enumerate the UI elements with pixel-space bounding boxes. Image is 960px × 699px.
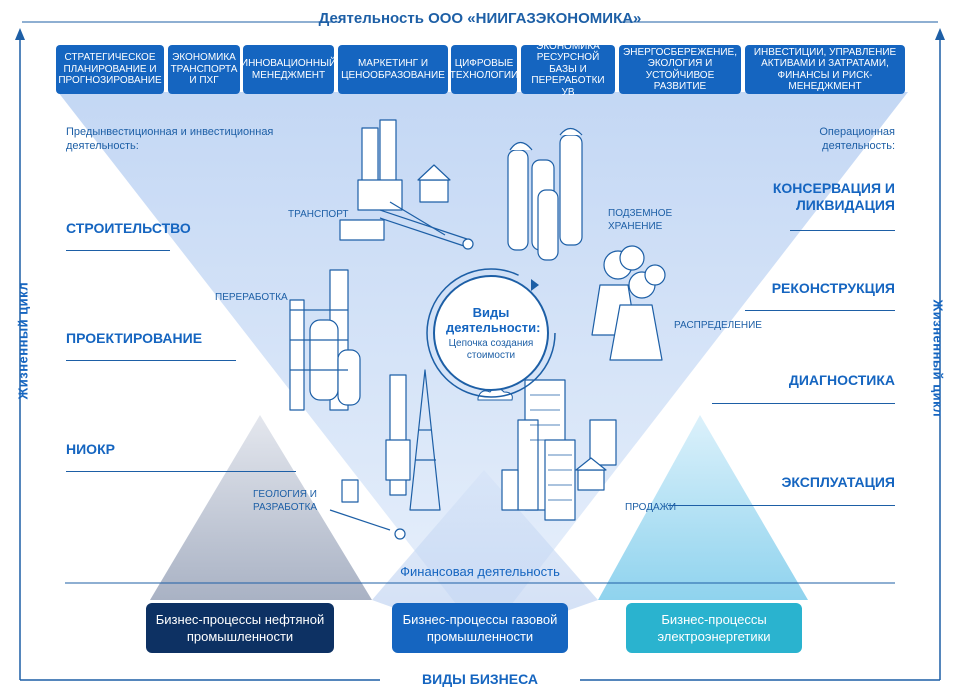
divider [745, 310, 895, 311]
storage-facility-icon [507, 127, 583, 261]
right-note: Операционная деятельность: [819, 126, 895, 152]
lifecycle-label-left: Жизненный цикл [15, 281, 31, 400]
cycle-arrow-icon [426, 268, 556, 398]
stage-operation: Эксплуатация [781, 474, 895, 490]
transport-facility-icon [339, 119, 474, 250]
label-distribution: Распределение [674, 320, 762, 331]
distribution-facility-icon [591, 245, 666, 361]
bottom-center-triangle [372, 470, 598, 640]
activity-box-digital: Цифровые технологии [450, 45, 518, 94]
label-geology: Геология и разработка [253, 489, 318, 513]
label-processing: Переработка [215, 292, 288, 303]
industry-illustrations [289, 119, 666, 540]
stage-design: Проектирование [66, 330, 203, 346]
stage-conservation: Консервация и ликвидация [772, 180, 895, 213]
activity-box-marketing: Маркетинг и ценообразование [338, 45, 448, 94]
activity-box-transport: Экономика транспорта и ПХГ [168, 45, 240, 94]
divider [712, 403, 895, 404]
stage-construction: Строительство [66, 220, 191, 236]
label-sales: Продажи [625, 502, 677, 513]
sales-city-icon [501, 379, 617, 521]
activity-box-innovation: Инновационный менеджмент [241, 45, 336, 94]
lifecycle-label-right: Жизненный цикл [930, 299, 946, 418]
financial-label: Финансовая деятельность [400, 564, 560, 579]
left-note: Предынвестиционная и инвестиционная деят… [66, 126, 274, 152]
divider [66, 360, 236, 361]
business-power-box: Бизнес-процессы электроэнергетики [626, 603, 802, 653]
stage-diagnostics: Диагностика [788, 372, 895, 388]
center-subtitle: Цепочка создания стоимости [448, 337, 534, 361]
activity-box-investment: Инвестиции, управление активами и затрат… [745, 45, 905, 94]
footer-label: Виды бизнеса [422, 671, 538, 687]
divider [66, 250, 170, 251]
footer-bg [380, 670, 580, 690]
bottom-left-triangle [150, 415, 372, 600]
geology-facility-icon [329, 369, 441, 540]
label-storage: Подземное хранение [608, 208, 673, 232]
center-title: Виды деятельности: [446, 304, 541, 335]
label-transport: Транспорт [288, 209, 349, 220]
value-chain-circle: Виды деятельности: Цепочка создания стои… [433, 275, 549, 391]
divider [66, 471, 296, 472]
business-gas-box: Бизнес-процессы газовой промышленности [392, 603, 568, 653]
activity-box-strategy: Стратегическое планирование и прогнозиро… [56, 45, 164, 94]
processing-facility-icon [289, 269, 361, 411]
activity-box-resources: Экономика ресурсной базы и переработки У… [521, 41, 615, 98]
business-oil-box: Бизнес-процессы нефтяной промышленности [146, 603, 334, 653]
stage-reconstruction: Реконструкция [771, 280, 895, 296]
activity-box-energy: Энергосбережение, экология и устойчивое … [619, 45, 741, 94]
stage-rnd: НИОКР [66, 441, 115, 457]
bottom-right-triangle [598, 415, 808, 600]
page-title: Деятельность ООО «НИИГАЗЭКОНОМИКА» [318, 10, 642, 27]
divider [790, 230, 895, 231]
divider [668, 505, 895, 506]
